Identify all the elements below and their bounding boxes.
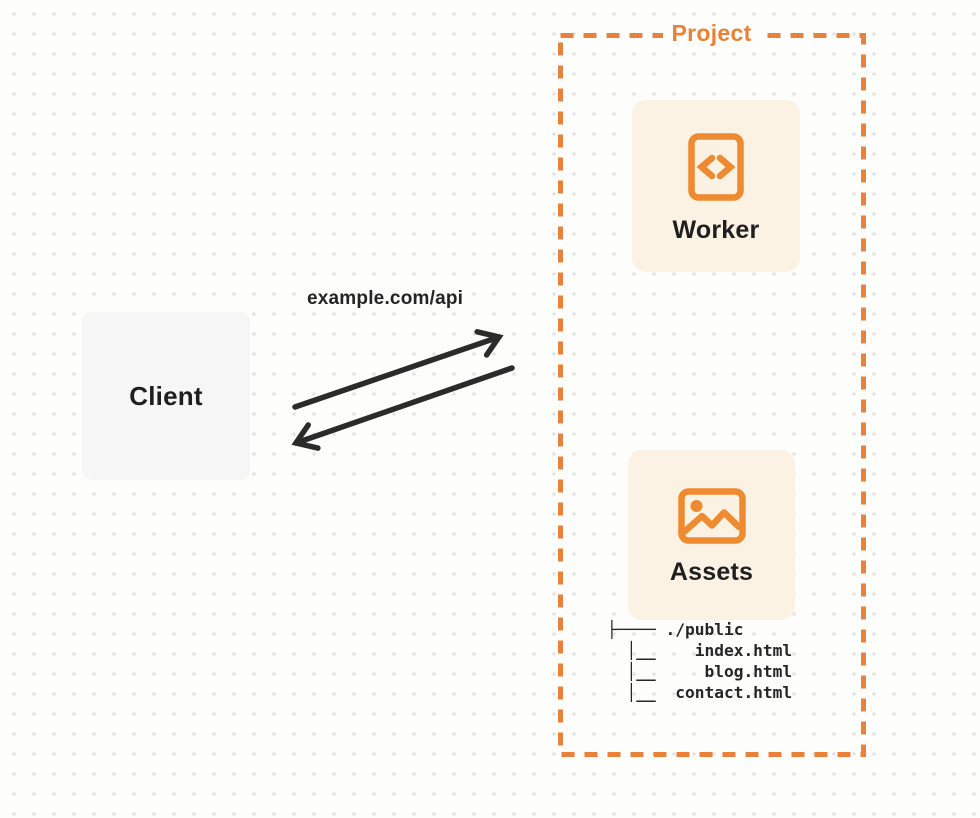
worker-node: Worker bbox=[632, 100, 800, 272]
tree-line-root: ├──── ./public bbox=[607, 620, 744, 639]
project-title-text: Project bbox=[663, 20, 760, 47]
request-arrow bbox=[292, 329, 504, 410]
assets-file-tree: ├──── ./public │__ index.html │__ blog.h… bbox=[607, 619, 792, 703]
image-icon bbox=[677, 487, 746, 544]
client-label: Client bbox=[129, 380, 203, 411]
code-file-icon bbox=[688, 133, 744, 201]
request-url-label: example.com/api bbox=[307, 288, 464, 309]
response-arrow bbox=[291, 365, 515, 451]
assets-label: Assets bbox=[669, 557, 754, 586]
tree-line-file: │__ contact.html bbox=[607, 683, 793, 702]
tree-line-file: │__ index.html bbox=[607, 641, 793, 660]
tree-line-file: │__ blog.html bbox=[607, 662, 793, 681]
client-node: Client bbox=[82, 312, 250, 480]
project-title: Project bbox=[560, 20, 863, 47]
assets-node: Assets bbox=[628, 450, 795, 620]
worker-label: Worker bbox=[672, 216, 760, 244]
project-boundary bbox=[558, 33, 866, 757]
